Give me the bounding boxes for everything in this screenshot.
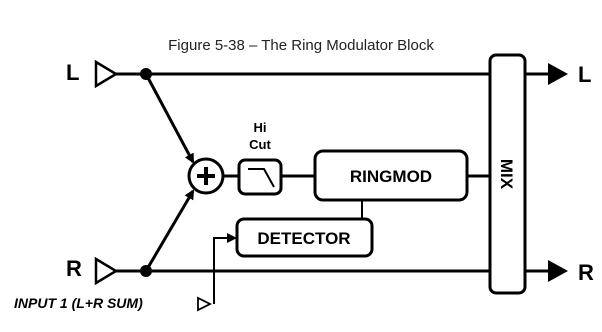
hicut-label-line2: Cut bbox=[249, 137, 271, 152]
detector-block bbox=[235, 217, 374, 258]
right-to-sum-wire bbox=[144, 189, 195, 272]
input-right-label: R bbox=[66, 256, 82, 281]
output-right-label: R bbox=[578, 260, 594, 285]
detector-label: DETECTOR bbox=[257, 229, 350, 248]
figure-caption: Figure 5-38 – The Ring Modulator Block bbox=[168, 37, 434, 54]
summing-junction-icon bbox=[187, 157, 225, 195]
output-right-arrow-icon bbox=[548, 260, 568, 282]
hicut-label-line1: Hi bbox=[254, 120, 267, 135]
hi-cut-filter-icon bbox=[237, 158, 283, 196]
ringmod-label: RINGMOD bbox=[350, 167, 432, 186]
sidechain-input-triangle-icon bbox=[197, 296, 213, 312]
sidechain-input-label: INPUT 1 (L+R SUM) bbox=[14, 295, 143, 311]
input-right-triangle-icon bbox=[94, 256, 119, 286]
left-to-sum-wire bbox=[144, 73, 195, 164]
input-left-label: L bbox=[66, 60, 79, 85]
output-left-arrow-icon bbox=[548, 63, 568, 85]
mix-block bbox=[488, 53, 527, 295]
input-left-triangle-icon bbox=[94, 59, 119, 89]
mix-label: MIX bbox=[497, 159, 516, 190]
sidechain-wire bbox=[213, 233, 237, 304]
output-left-label: L bbox=[578, 62, 591, 87]
